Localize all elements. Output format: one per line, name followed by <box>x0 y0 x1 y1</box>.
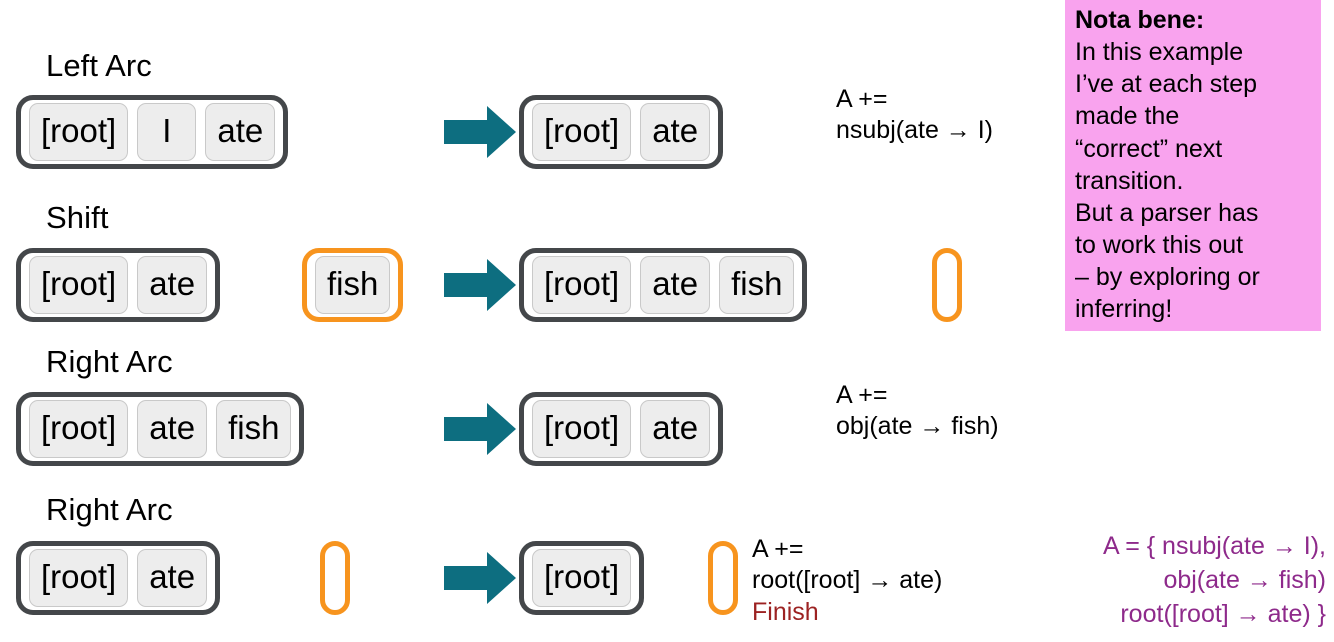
token-chip[interactable]: [root] <box>532 400 632 458</box>
note-line: transition. <box>1075 166 1184 195</box>
token-chip[interactable]: fish <box>315 256 391 314</box>
row-label-shift: Shift <box>46 200 109 235</box>
token-chip[interactable]: ate <box>640 103 711 161</box>
token-chip[interactable]: I <box>137 103 197 161</box>
token-chip[interactable]: ate <box>205 103 276 161</box>
token-chip[interactable]: ate <box>640 256 711 314</box>
annotation-finish: Finish <box>752 597 819 626</box>
note-line: inferring! <box>1075 295 1173 324</box>
token-chip[interactable]: ate <box>137 256 208 314</box>
note-line: – by exploring or <box>1075 263 1260 291</box>
annotation-row4: A += root([root] → ate) Finish <box>752 534 942 628</box>
transition-arrow <box>444 259 516 311</box>
token-chip[interactable]: [root] <box>29 400 129 458</box>
token-chip[interactable]: ate <box>137 400 208 458</box>
token-chip[interactable]: [root] <box>532 256 632 314</box>
note-line: “correct” next <box>1075 134 1223 163</box>
annotation-line1: A += <box>836 85 888 113</box>
row-label-left-arc: Left Arc <box>46 48 152 83</box>
annotation-row1: A += nsubj(ate → I) <box>836 84 993 147</box>
stack-box-after-row3[interactable]: [root] ate <box>519 392 724 466</box>
note-line: I’ve at each step <box>1075 70 1258 99</box>
transition-arrow <box>444 403 516 455</box>
note-line: But a parser has <box>1075 198 1259 227</box>
annotation-line1: A += <box>752 535 804 563</box>
arc-set-line2: obj(ate → fish) <box>1163 565 1326 594</box>
token-chip[interactable]: [root] <box>29 103 129 161</box>
annotation-row3: A += obj(ate → fish) <box>836 380 999 443</box>
token-chip[interactable]: ate <box>137 549 208 607</box>
arrow-right-icon <box>444 259 516 311</box>
token-chip[interactable]: [root] <box>532 549 632 607</box>
token-chip[interactable]: fish <box>216 400 292 458</box>
buffer-box-before-row2[interactable]: fish <box>302 248 404 322</box>
annotation-line1: A += <box>836 381 888 409</box>
token-chip[interactable]: [root] <box>29 549 129 607</box>
stack-box-before-row2[interactable]: [root] ate <box>16 248 221 322</box>
arrow-right-icon <box>444 552 516 604</box>
nota-bene-note: Nota bene: In this example I’ve at each … <box>1065 0 1321 332</box>
stack-box-after-row2[interactable]: [root] ate fish <box>519 248 808 322</box>
stack-box-before-row4[interactable]: [root] ate <box>16 541 221 615</box>
token-chip[interactable]: [root] <box>532 103 632 161</box>
annotation-line2: nsubj(ate → I) <box>836 116 994 145</box>
token-chip[interactable]: fish <box>719 256 795 314</box>
stack-box-before-row1[interactable]: [root] I ate <box>16 95 289 169</box>
transition-arrow <box>444 552 516 604</box>
note-line: In this example <box>1075 38 1244 67</box>
arc-set-line3: root([root] → ate) } <box>1120 599 1326 628</box>
note-title: Nota bene: <box>1075 6 1205 34</box>
arrow-right-icon <box>444 106 516 158</box>
annotation-line2: root([root] → ate) <box>752 566 943 595</box>
token-chip[interactable]: [root] <box>29 256 129 314</box>
note-line: made the <box>1075 102 1180 131</box>
buffer-box-after-row4[interactable] <box>708 541 738 615</box>
stack-box-after-row1[interactable]: [root] ate <box>519 95 724 169</box>
arc-set-summary: A = { nsubj(ate → I), obj(ate → fish) ro… <box>1103 530 1326 631</box>
buffer-box-before-row4[interactable] <box>320 541 350 615</box>
token-chip[interactable]: ate <box>640 400 711 458</box>
buffer-box-after-row2[interactable] <box>932 248 962 322</box>
annotation-line2: obj(ate → fish) <box>836 412 999 441</box>
note-line: to work this out <box>1075 230 1244 259</box>
arrow-right-icon <box>444 403 516 455</box>
transition-arrow <box>444 106 516 158</box>
stack-box-after-row4[interactable]: [root] <box>519 541 645 615</box>
row-label-right-arc-2: Right Arc <box>46 492 173 527</box>
arc-set-line1: A = { nsubj(ate → I), <box>1102 532 1326 560</box>
row-label-right-arc-1: Right Arc <box>46 344 173 379</box>
stack-box-before-row3[interactable]: [root] ate fish <box>16 392 305 466</box>
